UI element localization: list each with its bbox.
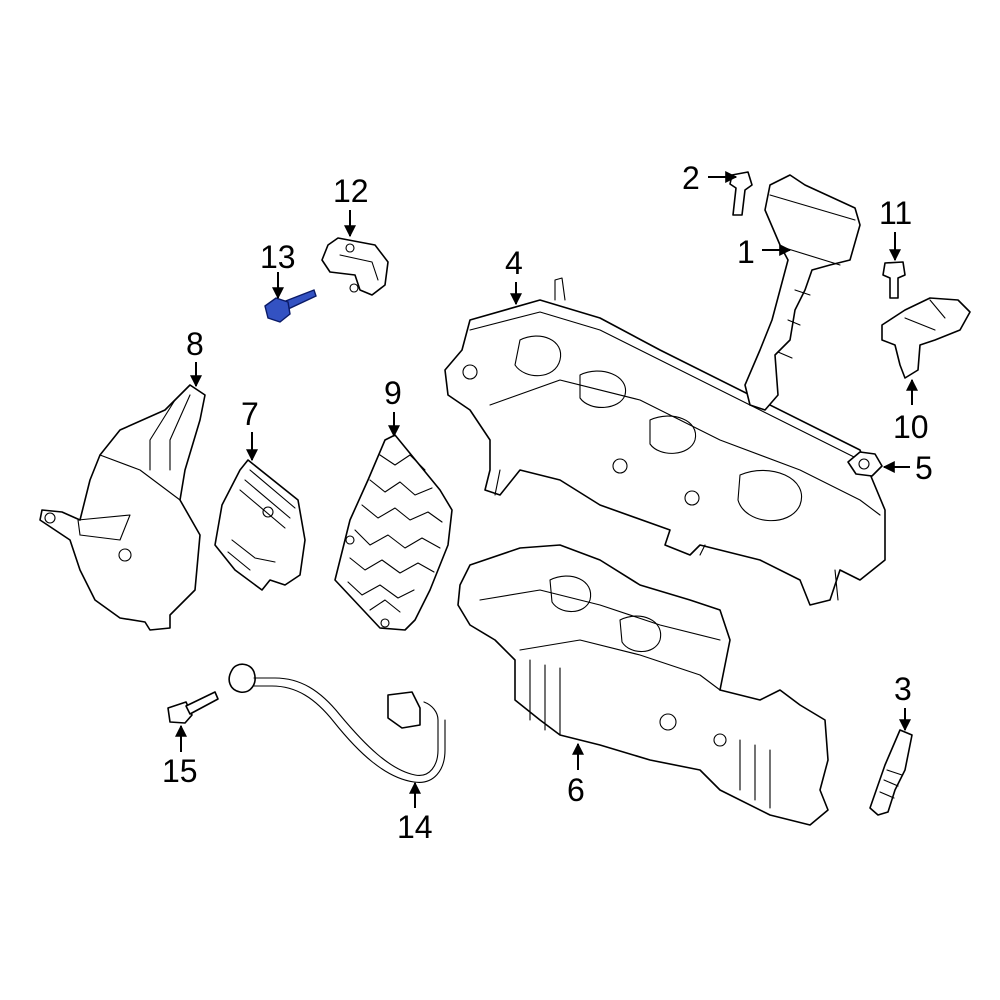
callout-3: 3 [894, 671, 912, 707]
part-15-bolt[interactable] [167, 691, 219, 724]
callout-8: 8 [186, 326, 204, 362]
callout-15: 15 [162, 753, 198, 789]
leader-lines [175, 171, 918, 808]
part-12-bracket[interactable] [321, 237, 389, 296]
callout-4: 4 [505, 245, 523, 281]
part-7-control-module[interactable] [214, 459, 306, 591]
part-9-plate[interactable] [334, 434, 453, 631]
part-4-intake-manifold[interactable] [444, 277, 886, 606]
callout-5: 5 [915, 450, 933, 486]
part-8-cover[interactable] [39, 384, 206, 631]
part-3-spark-plug[interactable] [869, 729, 913, 816]
part-1-ignition-coil[interactable] [744, 174, 861, 411]
callout-11: 11 [879, 195, 912, 231]
part-11-bolt[interactable] [882, 261, 906, 299]
callout-12: 12 [333, 173, 369, 209]
callout-6: 6 [567, 772, 585, 808]
part-10-sensor[interactable] [881, 297, 971, 379]
part-2-bolt[interactable] [729, 171, 753, 216]
callout-9: 9 [384, 375, 402, 411]
part-6-lower-manifold[interactable] [457, 544, 829, 826]
callout-7: 7 [241, 396, 259, 432]
part-14-sensor-harness[interactable] [228, 663, 446, 783]
part-13-bolt[interactable] [264, 289, 317, 323]
callout-labels: 1 2 3 4 5 6 7 8 9 10 11 12 13 14 15 [162, 160, 933, 845]
callout-13: 13 [260, 239, 296, 275]
callout-14: 14 [397, 809, 433, 845]
callout-2: 2 [682, 160, 700, 196]
part-5-nut[interactable] [847, 451, 883, 477]
callout-10: 10 [893, 409, 929, 445]
callout-1: 1 [737, 234, 755, 270]
